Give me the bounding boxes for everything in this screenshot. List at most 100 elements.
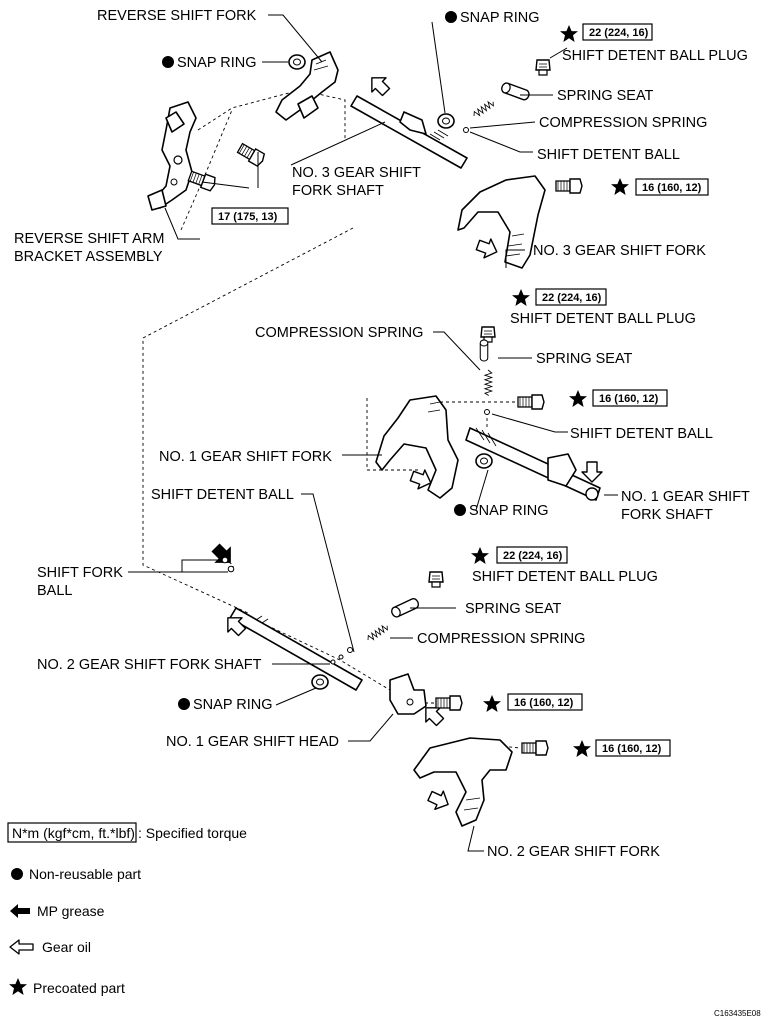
label-shaft1-l2: FORK SHAFT [621, 507, 713, 523]
label-snap-ring-no2: SNAP RING [193, 697, 273, 713]
label-shaft2: NO. 2 GEAR SHIFT FORK SHAFT [37, 657, 262, 673]
label-comp-spring-mid: COMPRESSION SPRING [255, 325, 423, 341]
non-reusable-dot [11, 868, 23, 880]
label-reverse-shift-fork: REVERSE SHIFT FORK [97, 8, 257, 24]
label-plug-mid: SHIFT DETENT BALL PLUG [510, 311, 696, 327]
bolt-fork2 [521, 740, 549, 756]
label-detent-ball-left: SHIFT DETENT BALL [151, 487, 294, 503]
legend: N*m (kgf*cm, ft.*lbf) : Specified torque… [7, 822, 247, 996]
reverse-shift-fork [275, 51, 339, 121]
torque-bolt-fork3: 16 (160, 12) [642, 182, 702, 194]
label-spring-seat-mid: SPRING SEAT [536, 351, 633, 367]
non-reusable-dot [454, 504, 466, 516]
bolt-fork3 [555, 178, 583, 194]
figure-code: C163435E08 [714, 1009, 761, 1018]
precoated-star-icon [560, 25, 578, 42]
torque-box [535, 288, 607, 306]
gear-oil-arrow-fork3 [473, 234, 501, 262]
torque-bolt-fork2: 16 (160, 12) [602, 743, 662, 755]
label-fork1: NO. 1 GEAR SHIFT FORK [159, 449, 332, 465]
spring-low [365, 623, 390, 643]
label-comp-spring-top: COMPRESSION SPRING [539, 115, 707, 131]
label-bracket-l1: REVERSE SHIFT ARM [14, 231, 164, 247]
mp-grease-arrow [211, 543, 231, 563]
snap-ring-no2 [311, 674, 329, 690]
torque-bolt-head1: 16 (160, 12) [514, 697, 574, 709]
legend-torque-unit: N*m (kgf*cm, ft.*lbf) [12, 825, 135, 841]
torque-box [507, 693, 583, 711]
label-plug-top: SHIFT DETENT BALL PLUG [562, 48, 748, 64]
torque-box [582, 23, 653, 41]
label-fork3: NO. 3 GEAR SHIFT FORK [533, 243, 706, 259]
label-snap-ring-reverse: SNAP RING [177, 55, 257, 71]
label-shaft3-l1: NO. 3 GEAR SHIFT [292, 165, 421, 181]
detent-ball-top [463, 127, 469, 133]
label-plug-low: SHIFT DETENT BALL PLUG [472, 569, 658, 585]
spring-mid [484, 369, 493, 396]
torque-plug-low: 22 (224, 16) [503, 550, 563, 562]
precoated-star-icon [569, 390, 587, 407]
leader-lines [128, 14, 618, 852]
torque-box [595, 739, 671, 757]
detent-ball-mid [484, 409, 490, 415]
mp-grease-icon [10, 904, 30, 918]
gear-oil-icon [9, 939, 34, 955]
label-bracket-l2: BRACKET ASSEMBLY [14, 249, 163, 265]
label-detent-ball-mid: SHIFT DETENT BALL [570, 426, 713, 442]
plug-low [428, 571, 444, 588]
label-detent-ball-top: SHIFT DETENT BALL [537, 147, 680, 163]
torque-plug-top: 22 (224, 16) [589, 27, 649, 39]
no2-gear-shift-fork [413, 737, 513, 827]
label-shaft1-l1: NO. 1 GEAR SHIFT [621, 489, 750, 505]
label-comp-spring-low: COMPRESSION SPRING [417, 631, 585, 647]
bolt-head1 [435, 695, 463, 711]
precoated-star-icon [573, 740, 591, 757]
precoated-star-icon [471, 547, 489, 564]
no1-gear-shift-fork [375, 395, 459, 499]
non-reusable-dot [178, 698, 190, 710]
reverse-shift-arm-bracket [147, 101, 197, 211]
precoated-star-icon [483, 695, 501, 712]
precoated-star-icon [512, 289, 530, 306]
torque-plug-mid: 22 (224, 16) [542, 292, 602, 304]
no1-fork-shaft [465, 427, 601, 501]
label-snap-ring-no3: SNAP RING [460, 10, 540, 26]
label-spring-seat-top: SPRING SEAT [557, 88, 654, 104]
spring-seat-top [499, 81, 531, 102]
legend-gear-oil: Gear oil [42, 939, 91, 955]
non-reusable-dot [445, 11, 457, 23]
label-fork2: NO. 2 GEAR SHIFT FORK [487, 844, 660, 860]
shift-fork-ball-1 [221, 556, 229, 564]
label-shift-fork-ball-l2: BALL [37, 583, 72, 599]
torque-bracket-bolts: 17 (175, 13) [218, 211, 278, 223]
bracket-bolts [186, 141, 267, 193]
torque-bolt-fork1: 16 (160, 12) [599, 393, 659, 405]
snap-ring-no1 [475, 453, 493, 469]
label-spring-seat-low: SPRING SEAT [465, 601, 562, 617]
precoated-star-icon [611, 178, 629, 195]
torque-box [496, 546, 568, 564]
non-reusable-dot [162, 56, 174, 68]
gear-oil-arrow-shaft3 [364, 70, 394, 100]
label-head1: NO. 1 GEAR SHIFT HEAD [166, 734, 339, 750]
no1-gear-shift-head [389, 673, 427, 715]
shift-fork-ball-2 [227, 565, 235, 573]
no3-fork-shaft [350, 95, 468, 169]
legend-torque-desc: : Specified torque [138, 825, 247, 841]
legend-torque-box [7, 822, 137, 843]
precoated-star-icon [9, 978, 27, 995]
no3-gear-shift-fork [457, 175, 546, 269]
plug-top [535, 59, 551, 76]
torque-box [635, 178, 709, 196]
label-shift-fork-ball-l1: SHIFT FORK [37, 565, 123, 581]
legend-precoated: Precoated part [33, 980, 125, 996]
legend-non-reusable: Non-reusable part [29, 866, 141, 882]
gear-oil-arrow-fork2 [425, 786, 454, 815]
spring-seat-mid [479, 339, 489, 362]
label-snap-ring-no1: SNAP RING [469, 503, 549, 519]
gear-oil-arrow-shaft1 [581, 461, 603, 483]
legend-mp-grease: MP grease [37, 903, 105, 919]
spring-top [471, 99, 496, 119]
bolt-fork1 [517, 394, 545, 410]
